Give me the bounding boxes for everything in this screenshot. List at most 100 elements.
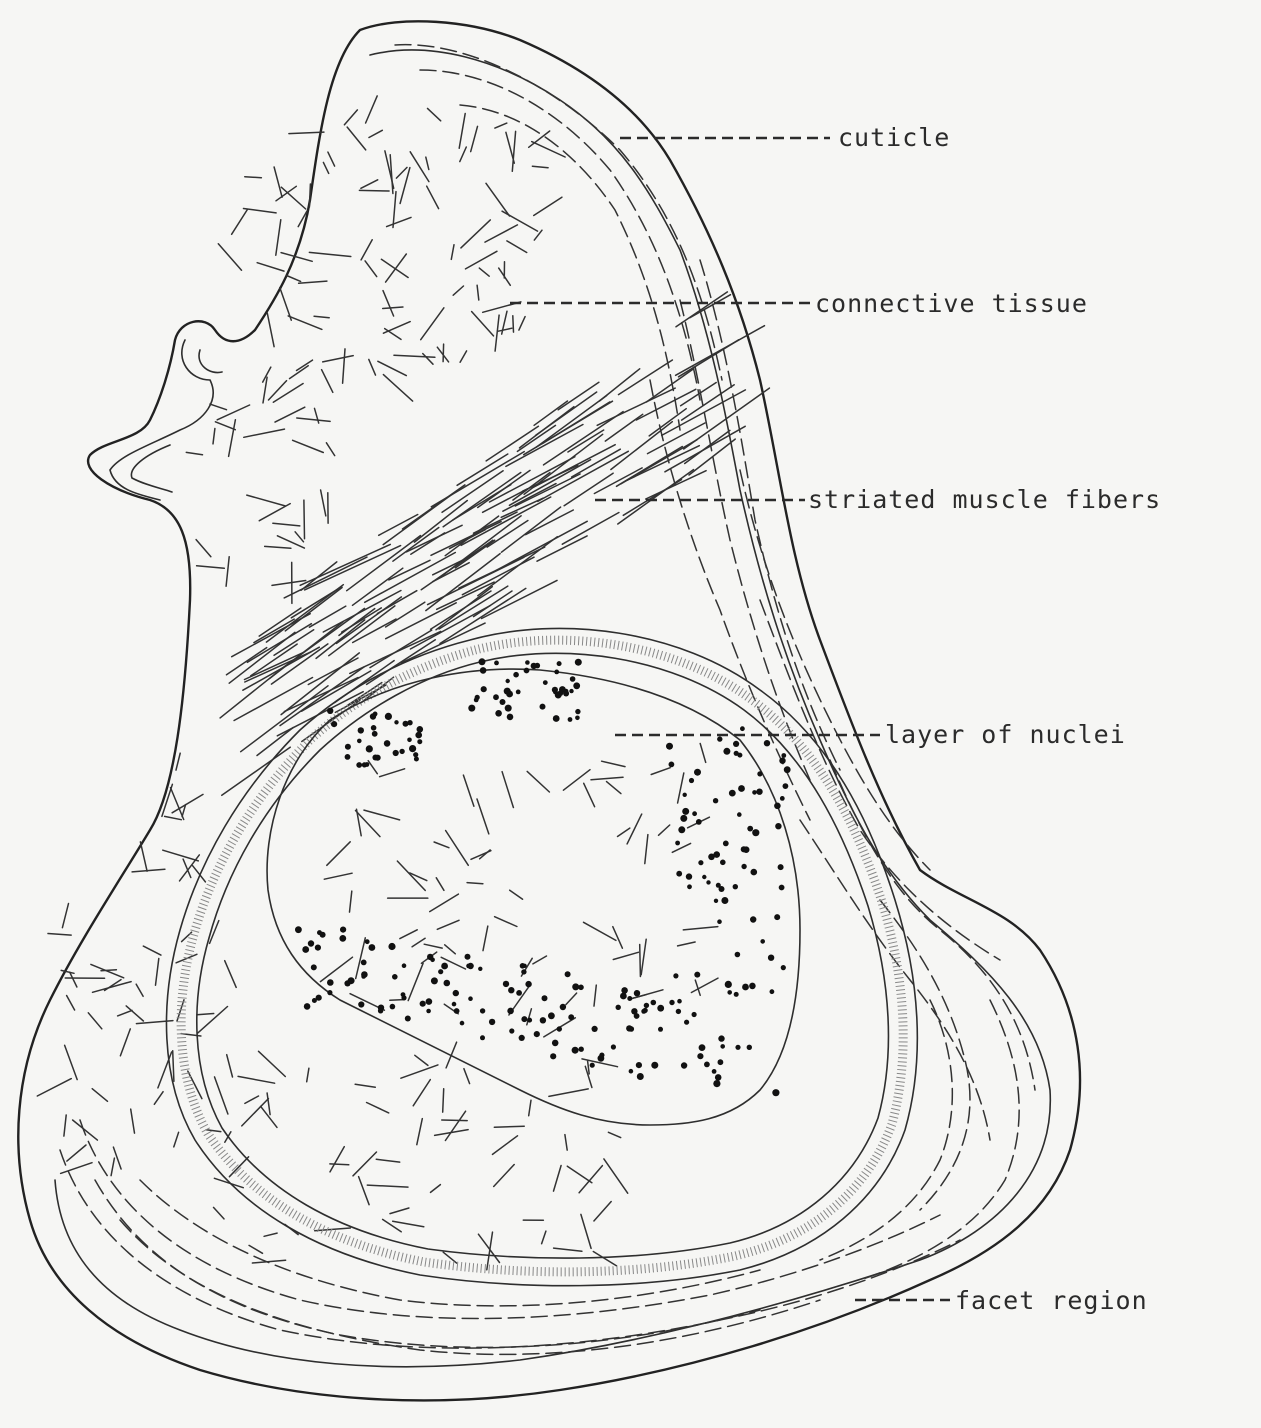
nucleus-dot [686,873,692,879]
nucleus-dot [468,996,473,1001]
tissue-stroke [247,495,285,506]
nucleus-dot [770,989,775,994]
muscle-fiber-stroke [284,557,367,598]
muscle-fiber-stroke [646,471,706,499]
tissue-stroke [206,1130,221,1132]
tissue-stroke [269,381,287,400]
nucleus-dot [540,704,546,710]
nucleus-dot [775,823,781,829]
tissue-stroke [608,1132,620,1137]
tissue-stroke [173,1051,174,1082]
tissue-stroke [421,308,444,340]
nucleus-dot [331,721,337,727]
nucleus-dot [570,676,576,682]
tissue-stroke [367,1185,408,1187]
tissue-stroke [390,1000,404,1001]
tissue-stroke [383,375,412,402]
tissue-stroke [64,1115,66,1136]
nucleus-dot [699,1044,706,1051]
muscle-fiber-stroke [487,521,528,548]
muscle-fiber-stroke [241,686,328,752]
nucleus-dot [361,960,367,966]
nucleus-dot [370,713,376,719]
tissue-stroke [461,220,490,248]
tissue-stroke [380,769,405,777]
nucleus-dot [302,946,309,953]
nucleus-dot [563,691,569,697]
tissue-stroke [323,162,328,173]
nucleus-dot [738,785,745,792]
tissue-stroke [532,142,565,157]
tissue-stroke [226,557,229,587]
nucleus-dot [524,668,530,674]
nucleus-dot [764,740,770,746]
tissue-stroke [495,123,507,128]
tissue-stroke [67,1145,86,1161]
tissue-stroke [387,217,411,226]
nucleus-dot [415,732,422,739]
tissue-stroke [477,799,489,834]
nucleus-dot [611,1044,616,1049]
tissue-stroke [529,1100,531,1116]
tissue-stroke [417,1119,423,1145]
tissue-stroke [70,972,77,987]
nucleus-dot [729,790,736,797]
nucleus-dot [527,1018,532,1023]
tissue-stroke [594,1202,611,1222]
nucleus-dot [500,699,506,705]
nucleus-dot [669,1000,674,1005]
tissue-stroke [554,1248,582,1251]
nucleus-dot [474,698,479,703]
tissue-stroke [431,1185,441,1193]
tissue-stroke [579,1166,602,1193]
nucleus-dot [733,884,738,889]
nucleus-dot [631,1008,637,1014]
nucleus-dot [304,1003,311,1010]
nucleus-dot [465,954,471,960]
tissue-stroke [136,984,143,996]
nucleus-dot [572,1047,579,1054]
nucleus-dot [478,967,482,971]
tissue-stroke [581,1214,591,1248]
nucleus-dot [362,762,367,767]
muscle-fiber-stroke [537,536,587,561]
tissue-stroke [534,197,562,215]
tissue-stroke [443,1089,444,1112]
tissue-stroke [210,404,227,410]
nucleus-dot [774,803,781,810]
tissue-stroke [424,944,442,948]
tissue-stroke [436,878,444,891]
nucleus-dot [569,689,573,693]
tissue-stroke [607,782,621,794]
nucleus-dot [372,731,378,737]
nucleus-dot [684,1020,689,1025]
nucleus-dot [712,1069,717,1074]
tissue-stroke [327,842,350,866]
nucleus-dot [780,796,785,801]
tissue-stroke [672,843,690,852]
muscle-fiber-stroke [406,525,462,552]
tissue-stroke [641,939,646,975]
nucleus-dot [495,710,502,717]
tissue-stroke [359,190,389,191]
nucleus-dot [327,708,333,714]
tissue-stroke [343,349,345,383]
nucleus-dot [316,995,322,1001]
nucleus-dot [505,705,512,712]
nucleus-dot [356,762,362,768]
facet-region-hatching [60,1120,960,1354]
tissue-stroke [397,861,425,890]
nucleus-dot [543,680,548,685]
nucleus-dot [339,935,346,942]
tissue-stroke [359,1177,370,1205]
tissue-stroke [244,209,277,213]
tissue-stroke [369,359,376,375]
tissue-stroke [445,1111,465,1140]
tissue-stroke [293,440,324,452]
nucleus-dot [697,1053,703,1059]
nucleus-dot [572,983,579,990]
nucleus-dot [507,1008,514,1015]
tissue-stroke [376,1159,399,1162]
nucleus-dot [558,690,564,696]
tissue-stroke [602,761,625,766]
